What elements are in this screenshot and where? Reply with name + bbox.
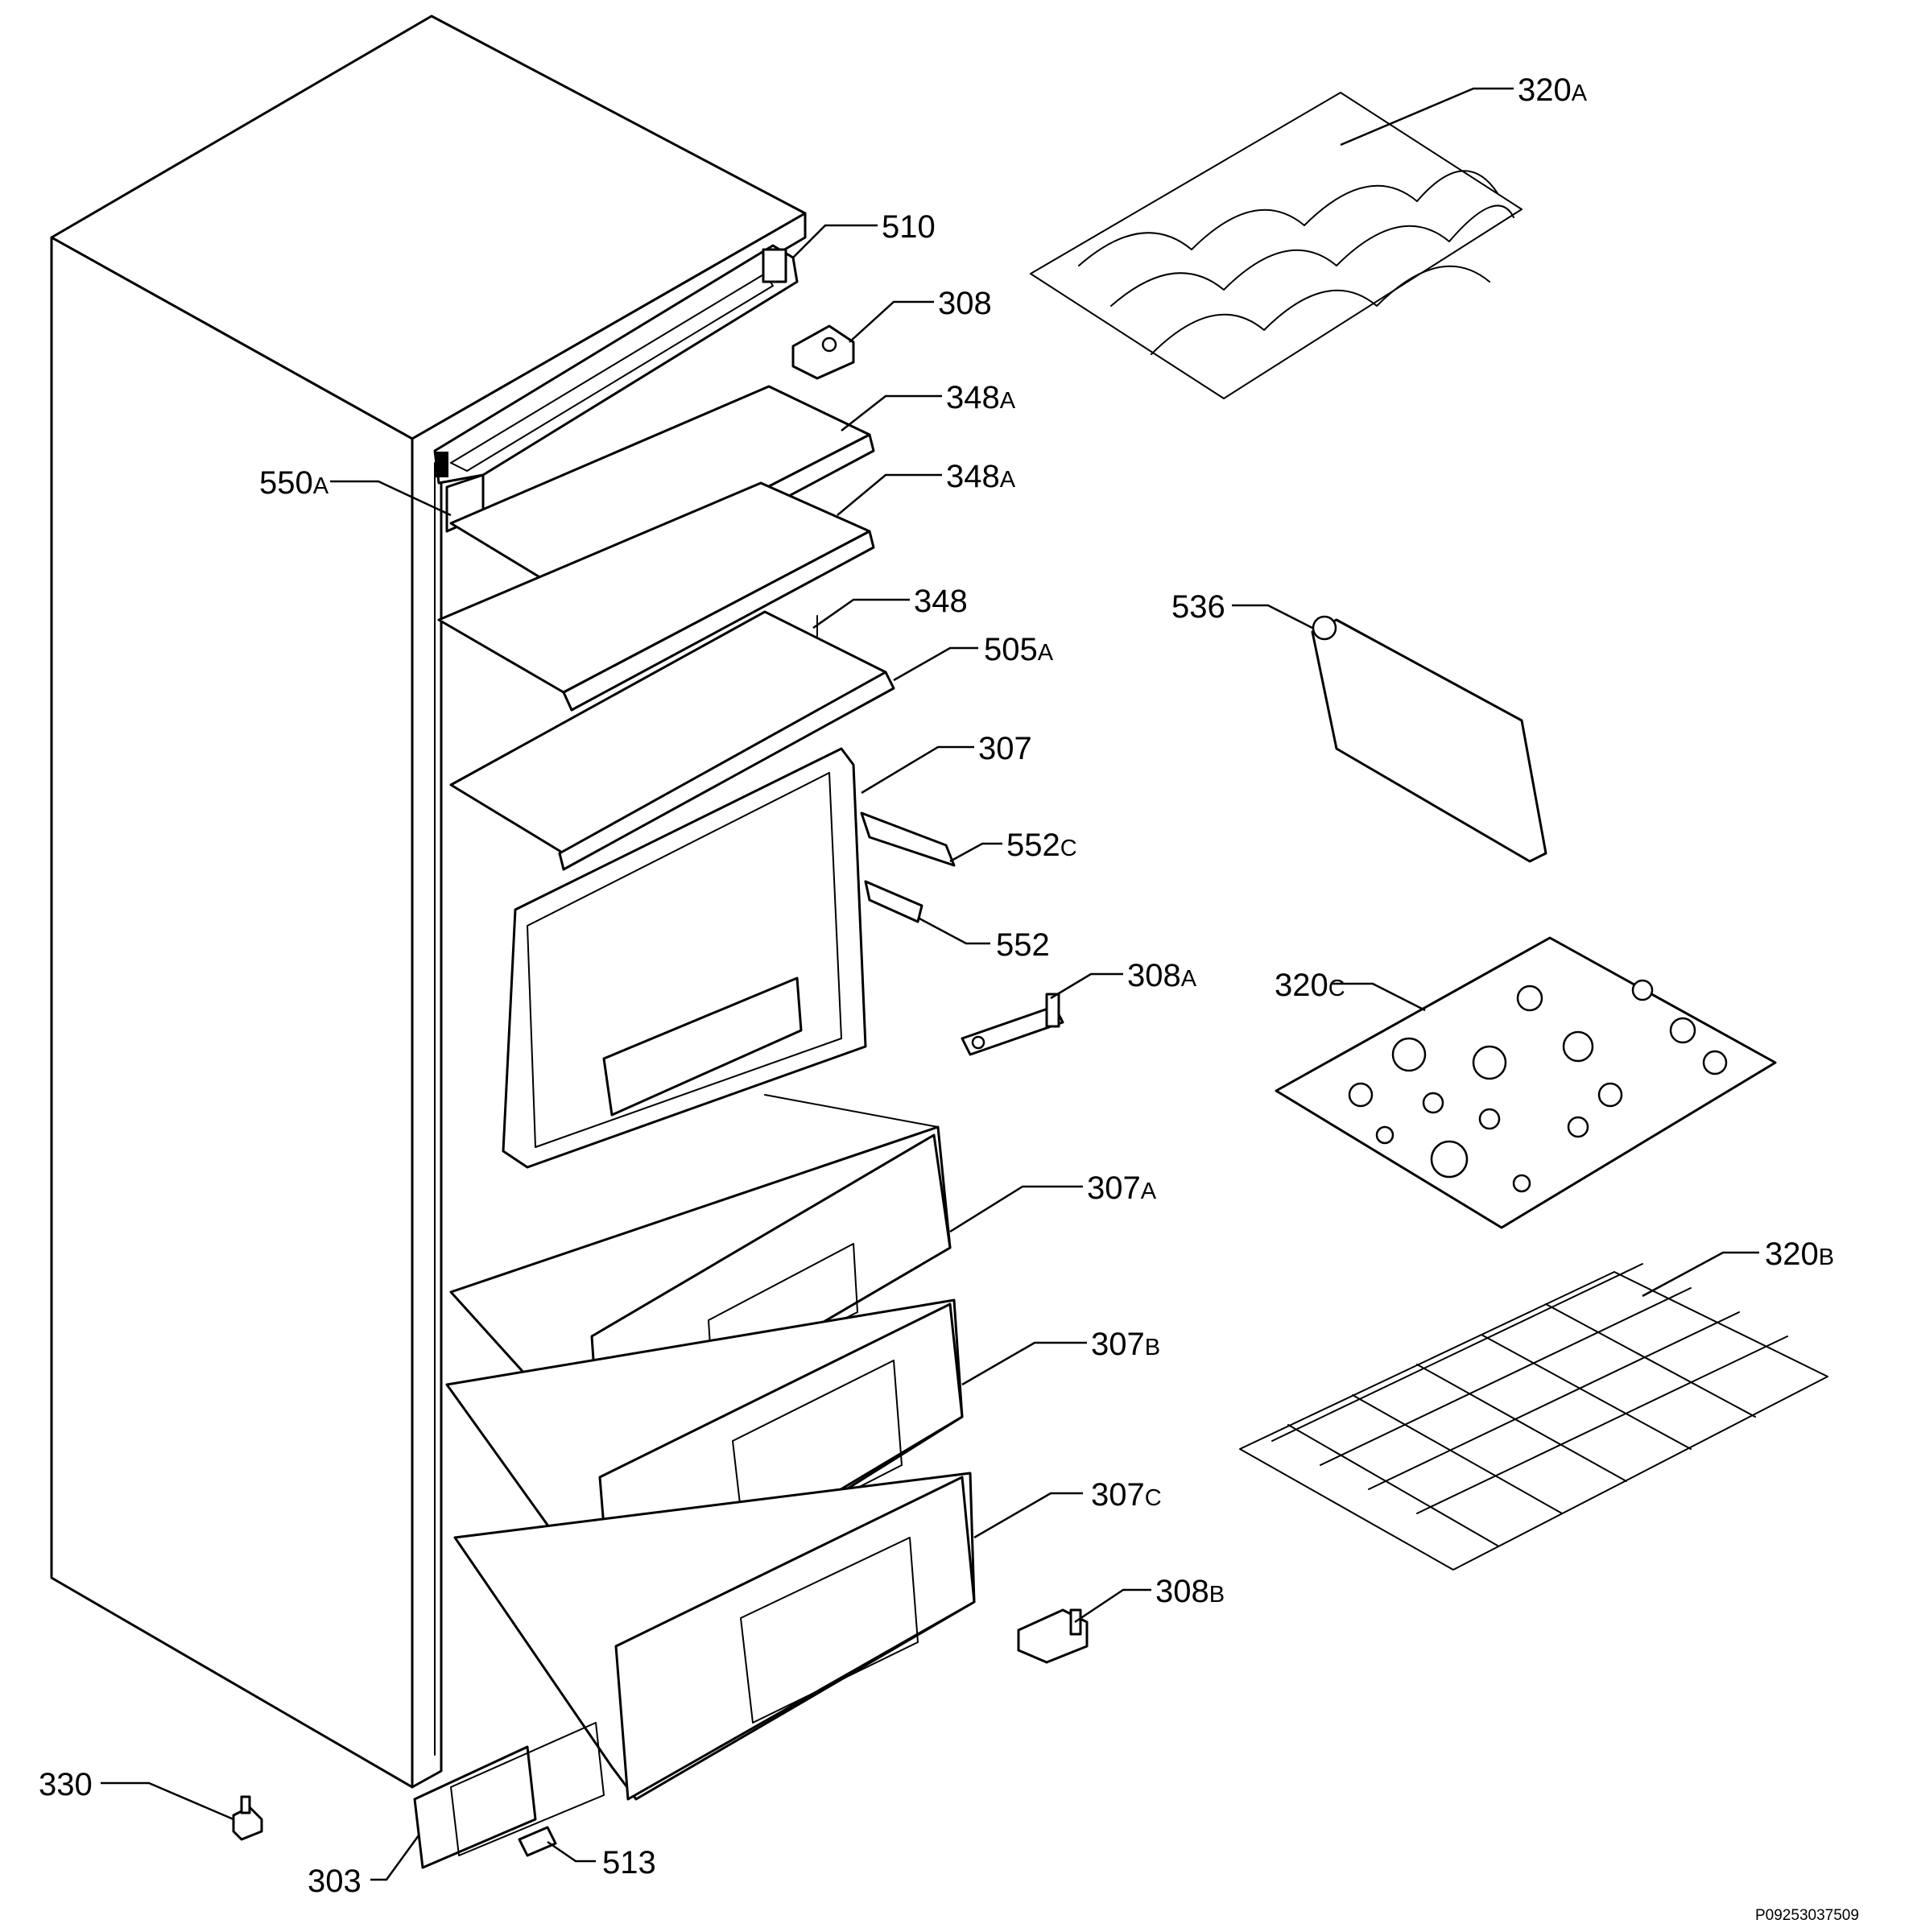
callout-552c: 552C bbox=[1006, 828, 1077, 863]
callout-307a: 307A bbox=[1087, 1170, 1157, 1206]
part-320a-bottle-rack bbox=[1030, 92, 1523, 399]
part-536-bottle-divider bbox=[1311, 615, 1547, 863]
callout-320b: 320B bbox=[1765, 1236, 1834, 1272]
callout-307c: 307C bbox=[1091, 1477, 1162, 1513]
callout-552: 552 bbox=[996, 927, 1050, 963]
callout-348a-lower: 348A bbox=[946, 459, 1016, 494]
callout-536: 536 bbox=[1171, 589, 1225, 625]
part-307-drawer-front bbox=[502, 747, 956, 1169]
callout-510: 510 bbox=[882, 209, 936, 245]
callout-308b: 308B bbox=[1155, 1574, 1225, 1609]
callout-320a: 320A bbox=[1518, 72, 1588, 108]
callout-307: 307 bbox=[978, 731, 1032, 766]
callout-505a: 505A bbox=[984, 632, 1054, 667]
part-307c-drawer bbox=[453, 1472, 976, 1801]
part-308a-hinge bbox=[961, 993, 1064, 1056]
part-308-hinge bbox=[791, 324, 855, 380]
callout-348a-upper: 348A bbox=[946, 380, 1016, 415]
callout-513: 513 bbox=[602, 1845, 656, 1880]
callout-320c: 320C bbox=[1275, 968, 1345, 1003]
callout-308a: 308A bbox=[1127, 958, 1197, 993]
callout-330: 330 bbox=[39, 1767, 93, 1802]
callout-348: 348 bbox=[914, 584, 968, 619]
part-320b-wire-shelf bbox=[1239, 1263, 1828, 1571]
part-320c-perforated-plate bbox=[1275, 936, 1777, 1229]
callout-303: 303 bbox=[308, 1864, 362, 1899]
part-510-top-panel bbox=[433, 244, 799, 485]
document-id: P09253037509 bbox=[1755, 1907, 1859, 1924]
part-303-plinth bbox=[413, 1722, 605, 1869]
part-308b-hinge bbox=[1017, 1608, 1089, 1664]
part-348-glass-shelf bbox=[449, 610, 895, 871]
callout-308: 308 bbox=[938, 286, 992, 321]
callout-labels: 510 308 348A 348A 550A 348 505A 307 552C… bbox=[39, 72, 1834, 1899]
leader-lines bbox=[101, 87, 1759, 1881]
part-348a-shelf-lower bbox=[437, 481, 875, 712]
callout-307b: 307B bbox=[1091, 1327, 1160, 1362]
part-330-foot bbox=[232, 1795, 263, 1841]
callout-550a: 550A bbox=[259, 465, 329, 501]
part-513-clip bbox=[518, 1826, 557, 1857]
